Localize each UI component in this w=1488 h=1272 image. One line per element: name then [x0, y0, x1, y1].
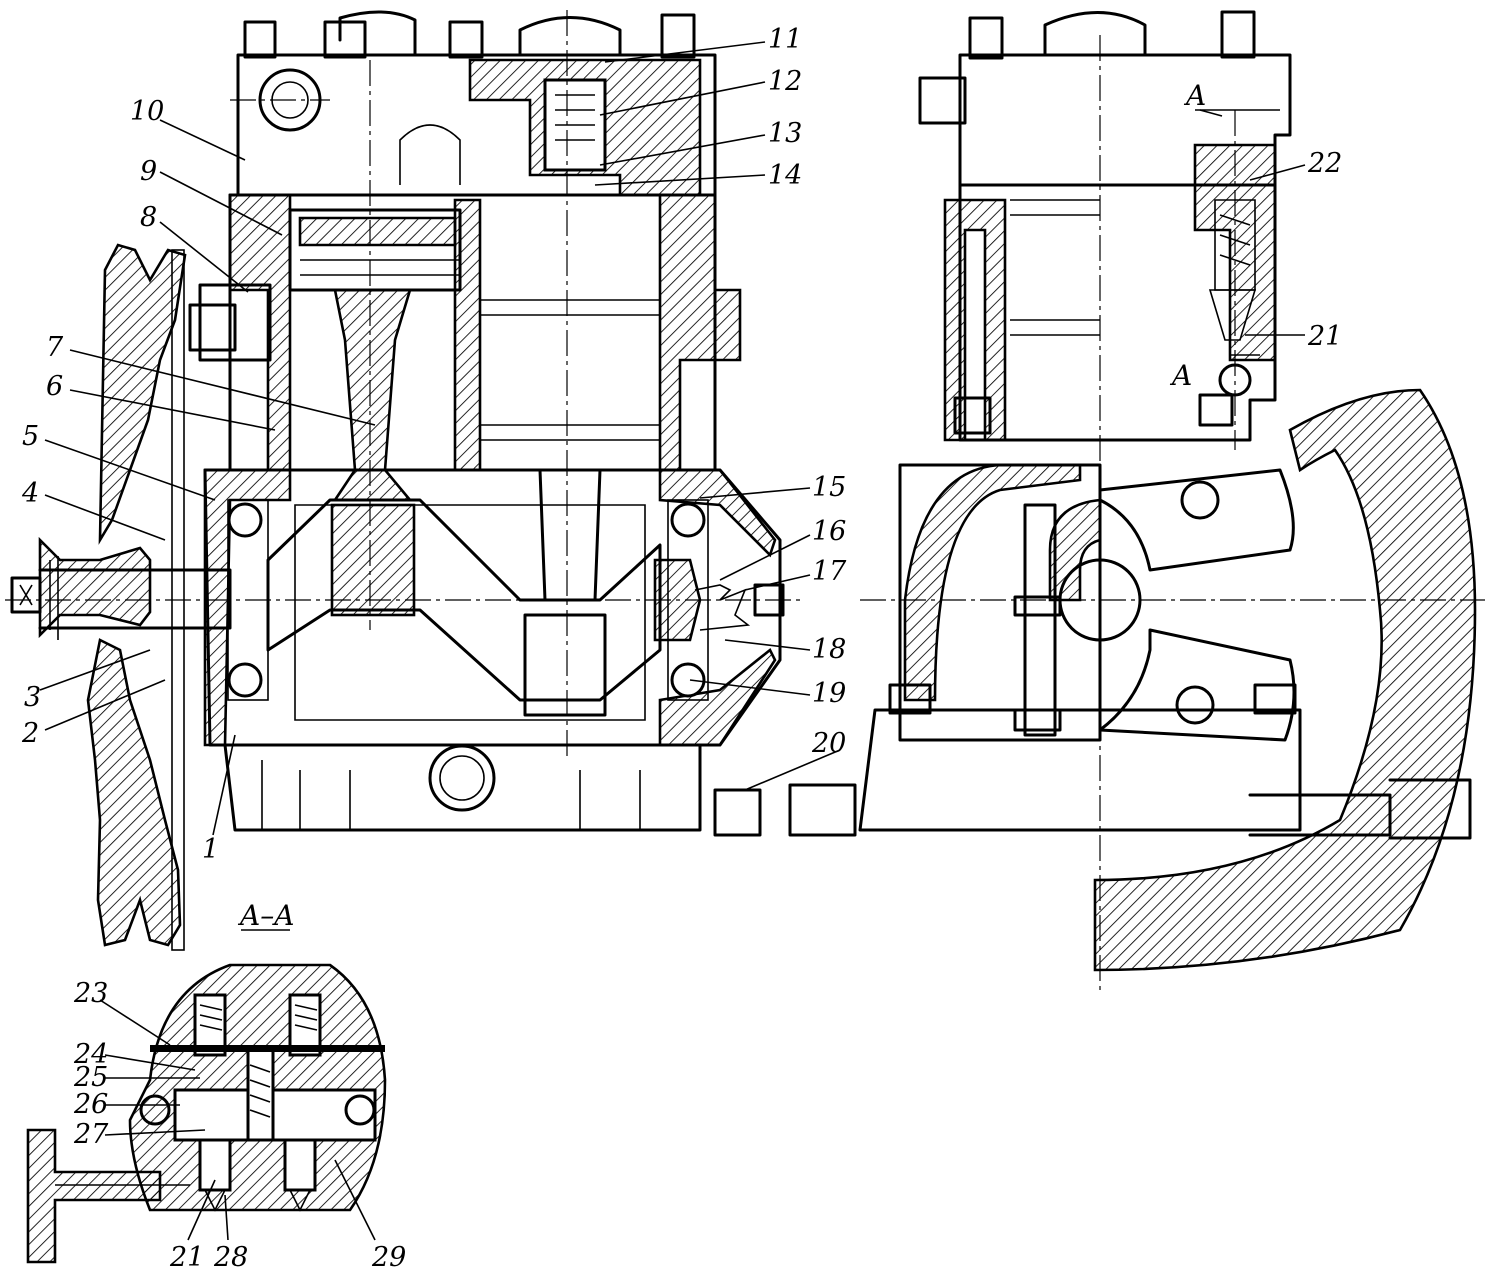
label-21-section: 21 — [169, 1242, 204, 1272]
section-mark-a-top: A — [1183, 79, 1206, 112]
pulley — [10, 243, 187, 951]
label-13: 13 — [768, 118, 802, 149]
cylinder-block — [188, 193, 742, 717]
cylinder-head — [236, 10, 717, 197]
front-view — [5, 10, 800, 951]
label-15: 15 — [812, 472, 846, 503]
label-29: 29 — [371, 1242, 406, 1272]
part-labels: 1 2 3 4 5 6 7 8 9 10 11 12 13 14 15 16 1… — [21, 24, 1342, 1272]
label-20: 20 — [811, 728, 846, 759]
label-2: 2 — [21, 718, 39, 749]
section-a-a — [26, 963, 387, 1264]
label-3: 3 — [24, 682, 41, 713]
label-9: 9 — [140, 156, 157, 187]
label-28: 28 — [213, 1242, 248, 1272]
label-25: 25 — [73, 1062, 108, 1093]
label-14: 14 — [768, 160, 802, 191]
label-1: 1 — [202, 834, 219, 865]
label-22: 22 — [1307, 148, 1342, 179]
label-10: 10 — [130, 96, 164, 127]
leader-lines — [39, 41, 1306, 1241]
label-19: 19 — [812, 678, 846, 709]
crankshaft-front-end — [38, 568, 232, 630]
label-21-side: 21 — [1307, 321, 1342, 352]
flywheel — [1093, 388, 1477, 972]
section-title: A–A — [237, 899, 294, 932]
label-4: 4 — [21, 478, 39, 509]
label-8: 8 — [140, 202, 157, 233]
crankcase — [203, 468, 785, 832]
label-12: 12 — [768, 66, 802, 97]
label-18: 18 — [812, 634, 846, 665]
label-5: 5 — [22, 421, 39, 452]
label-27: 27 — [73, 1119, 109, 1150]
label-6: 6 — [46, 371, 63, 402]
side-view — [713, 10, 1485, 990]
label-16: 16 — [812, 516, 846, 547]
label-17: 17 — [812, 556, 847, 587]
label-7: 7 — [46, 332, 64, 363]
label-24: 24 — [73, 1039, 108, 1070]
section-mark-a-bottom: A — [1169, 359, 1192, 392]
label-11: 11 — [768, 24, 802, 55]
label-26: 26 — [73, 1089, 108, 1120]
label-23: 23 — [73, 978, 108, 1009]
